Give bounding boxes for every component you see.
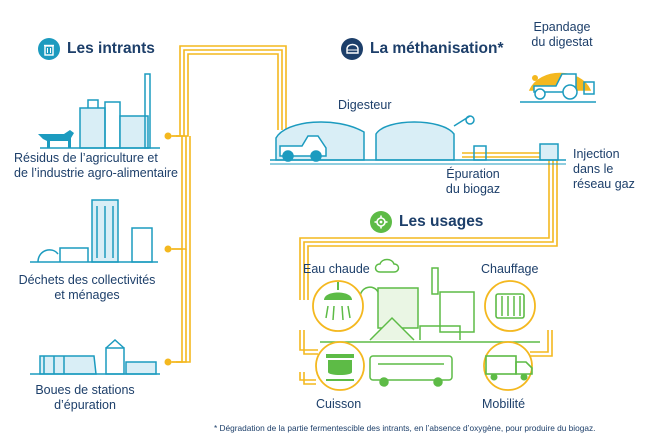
- shower-circle: [312, 280, 364, 332]
- gas-pipes: [168, 45, 558, 385]
- methanisation-title: La méthanisation: [370, 40, 498, 57]
- epandage-label: Epandage du digestat: [531, 20, 593, 49]
- cloud-icon: [374, 258, 400, 273]
- section-methanisation: La méthanisation*: [341, 38, 504, 60]
- truck-circle: [483, 341, 533, 391]
- eau-chaude-label: Eau chaude: [303, 262, 370, 276]
- factory-icon: [40, 73, 160, 149]
- city-buildings-icon: [30, 199, 158, 263]
- cuisson-label: Cuisson: [316, 397, 362, 411]
- footnote: * Dégradation de la partie fermentescibl…: [214, 423, 596, 433]
- mobilite-label: Mobilité: [482, 397, 526, 411]
- input-stations-label: Boues de stations d’épuration: [35, 383, 135, 412]
- chauffage-label: Chauffage: [481, 262, 539, 276]
- section-intrants: Les intrants: [38, 38, 155, 60]
- town-skyline: [320, 267, 540, 343]
- trash-bin-icon: [38, 38, 60, 60]
- loader-vehicle-icon: [279, 135, 327, 162]
- input-agriculture-label: Résidus de l’agriculture et de l’industr…: [14, 151, 178, 180]
- digesteur-label: Digesteur: [338, 98, 392, 112]
- dome-icon: [341, 38, 363, 60]
- usages-title: Les usages: [399, 213, 484, 230]
- cooking-pot-circle: [315, 341, 365, 391]
- section-usages: Les usages: [370, 211, 483, 233]
- input-collectivites-label: Déchets des collectivités et ménages: [18, 273, 156, 302]
- methanisation-asterisk: *: [497, 40, 504, 57]
- radiator-circle: [484, 280, 536, 332]
- injection-label: Injection dans le réseau gaz: [573, 147, 635, 191]
- connection-dots: [164, 75, 538, 366]
- tractor-icon: [520, 72, 596, 103]
- cow-icon: [38, 130, 74, 148]
- gear-icon: [370, 211, 392, 233]
- intrants-title: Les intrants: [67, 40, 155, 57]
- epuration-label: Épuration du biogaz: [445, 167, 501, 196]
- treatment-plant-icon: [30, 338, 160, 375]
- bus-icon: [369, 355, 453, 387]
